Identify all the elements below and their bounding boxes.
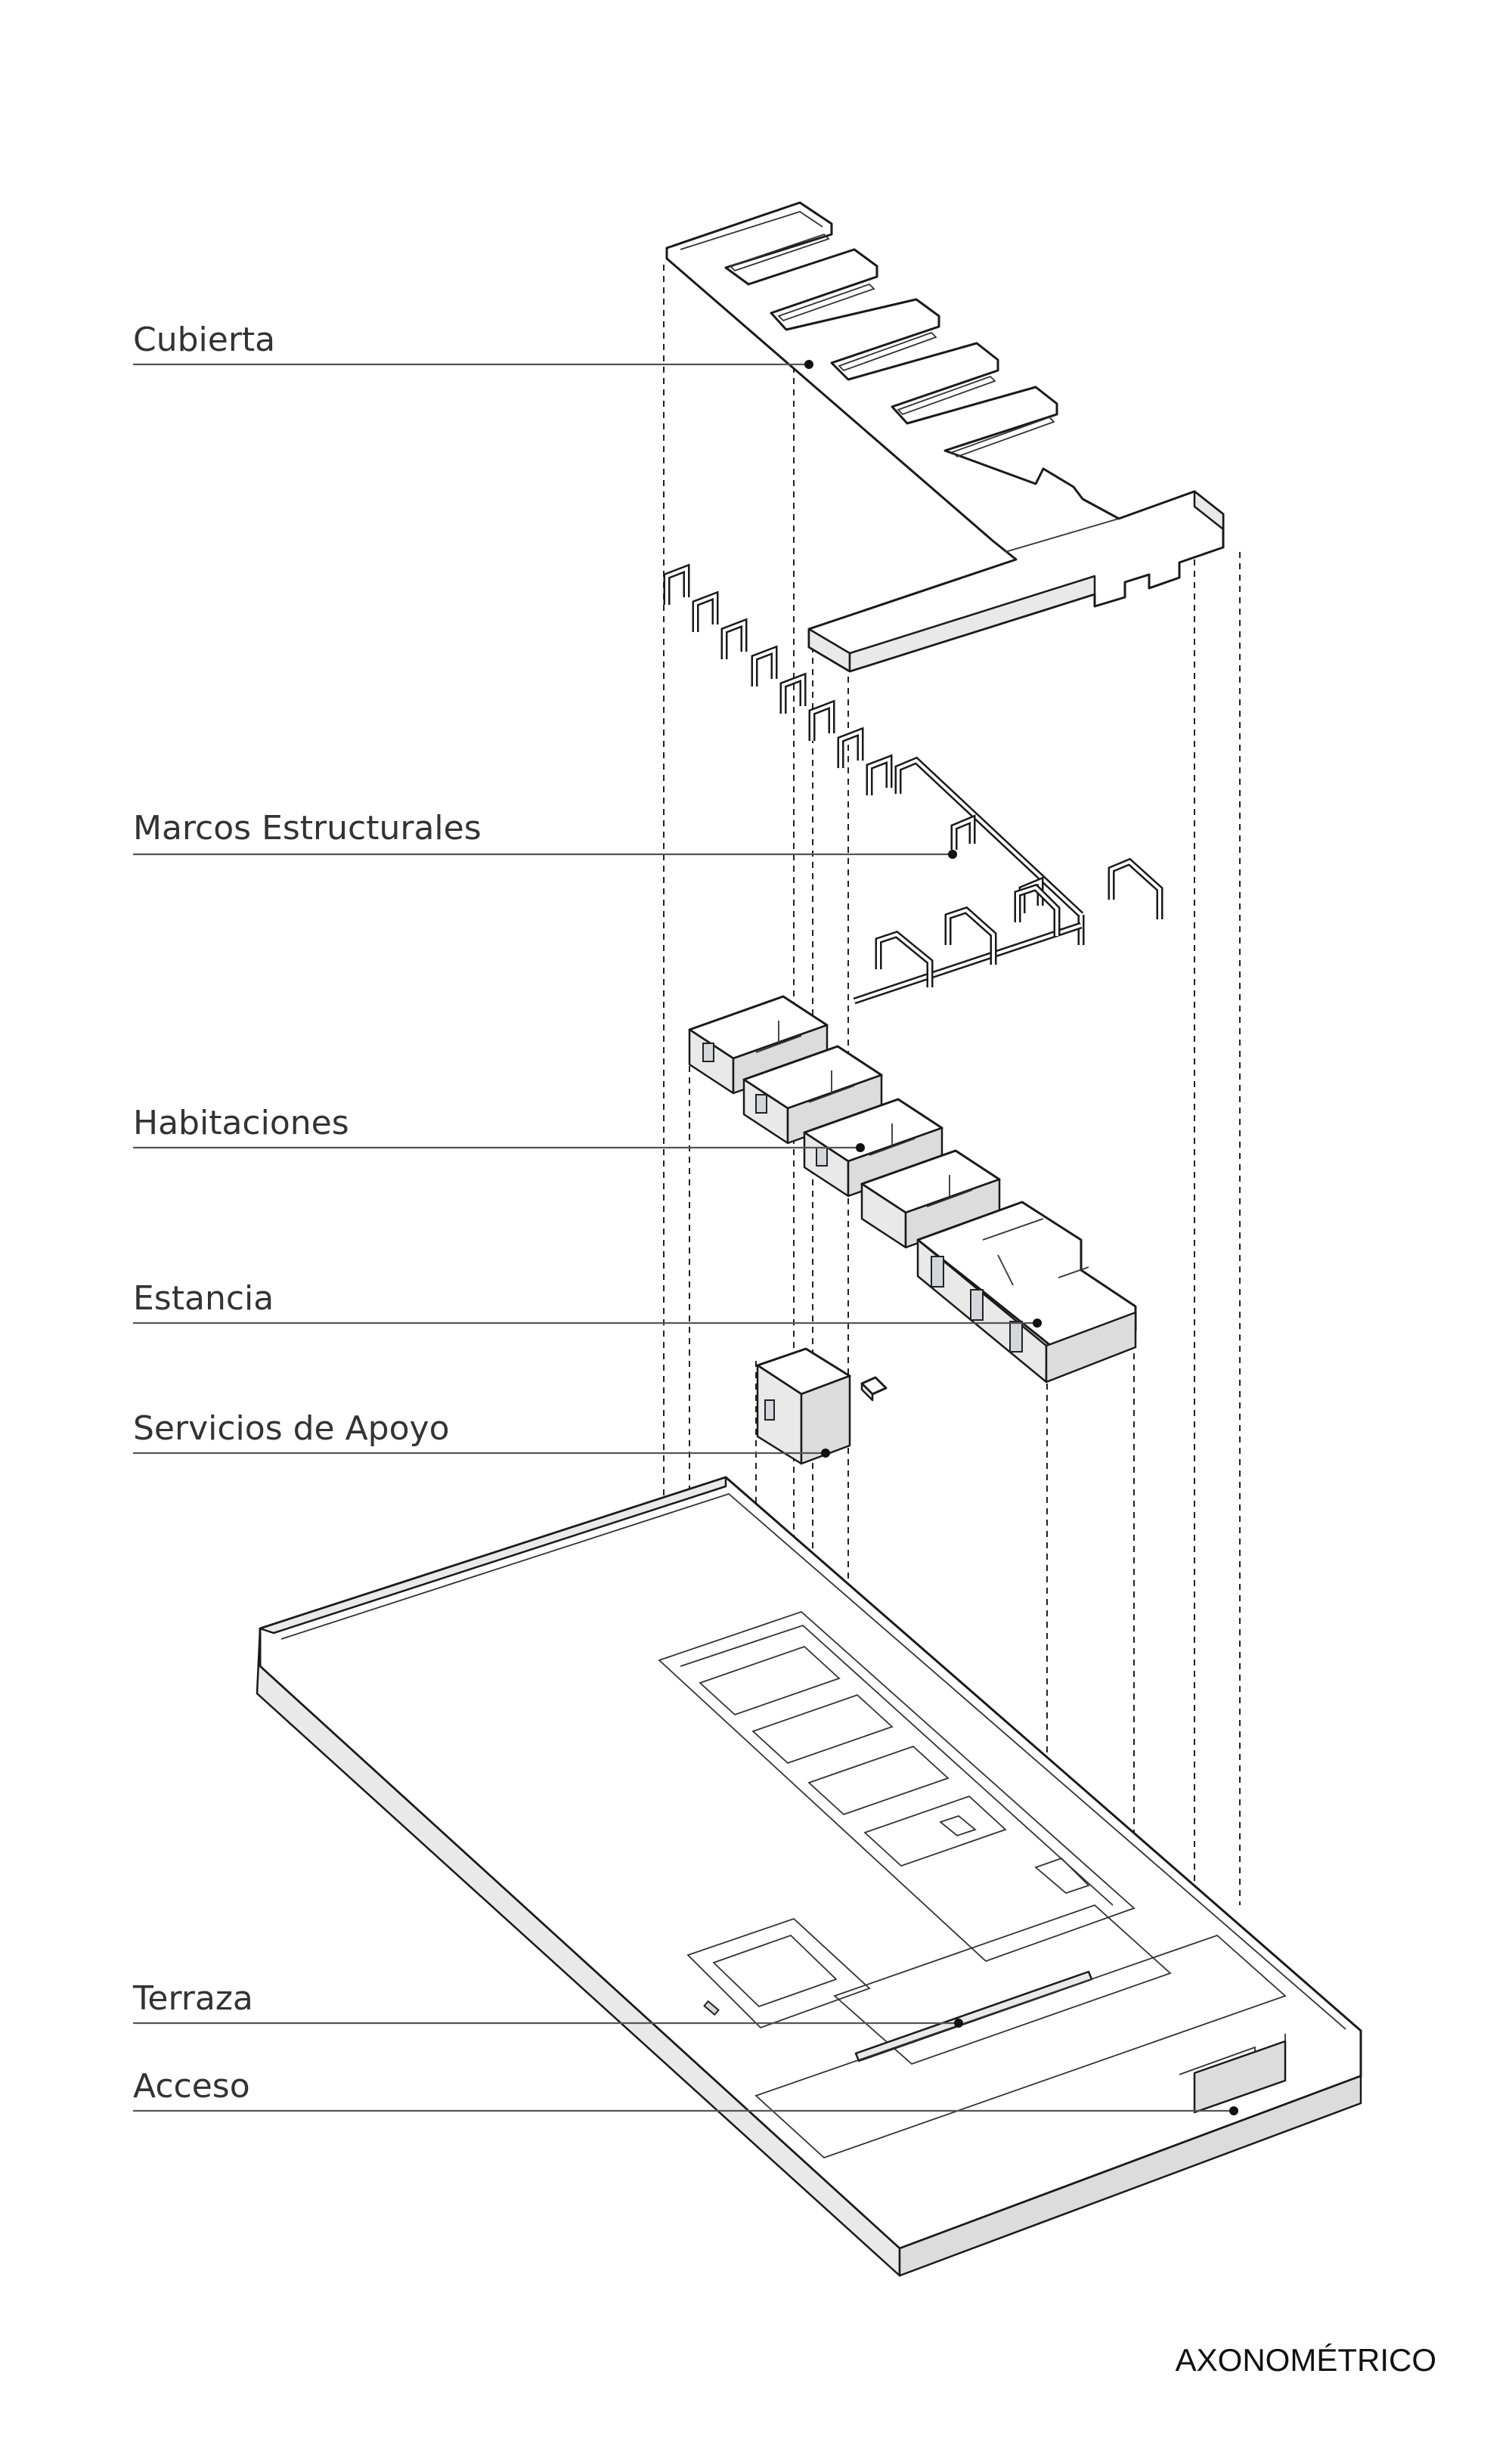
structural-frames xyxy=(663,563,1163,1005)
label-terraza: Terraza xyxy=(132,1979,963,2028)
site-base xyxy=(256,1476,1362,2277)
label-marcos: Marcos Estructurales xyxy=(133,809,957,859)
roof-slab xyxy=(665,201,1225,673)
roof-layer xyxy=(665,201,1225,673)
services-module xyxy=(756,1347,888,1465)
room-modules xyxy=(688,995,1137,1465)
portal-frames xyxy=(663,563,893,795)
label-habitaciones: Habitaciones xyxy=(133,1104,865,1152)
label-terraza-text: Terraza xyxy=(132,1979,253,2018)
roof-skylights xyxy=(729,233,1055,458)
label-estancia: Estancia xyxy=(133,1279,1042,1328)
label-marcos-text: Marcos Estructurales xyxy=(133,809,482,848)
label-servicios: Servicios de Apoyo xyxy=(133,1409,830,1458)
label-acceso-text: Acceso xyxy=(133,2067,250,2106)
label-estancia-text: Estancia xyxy=(133,1279,274,1318)
label-habitaciones-text: Habitaciones xyxy=(133,1104,349,1142)
room-module-4 xyxy=(860,1149,1001,1249)
label-acceso: Acceso xyxy=(133,2067,1238,2115)
lower-beam xyxy=(853,883,1083,1005)
label-cubierta: Cubierta xyxy=(133,321,813,369)
main-beam xyxy=(894,756,1085,945)
diagram-caption: AXONOMÉTRICO xyxy=(1176,2342,1436,2378)
living-module xyxy=(916,1201,1137,1384)
room-module-3 xyxy=(803,1098,943,1198)
label-cubierta-text: Cubierta xyxy=(133,321,275,359)
label-servicios-text: Servicios de Apoyo xyxy=(133,1409,450,1448)
